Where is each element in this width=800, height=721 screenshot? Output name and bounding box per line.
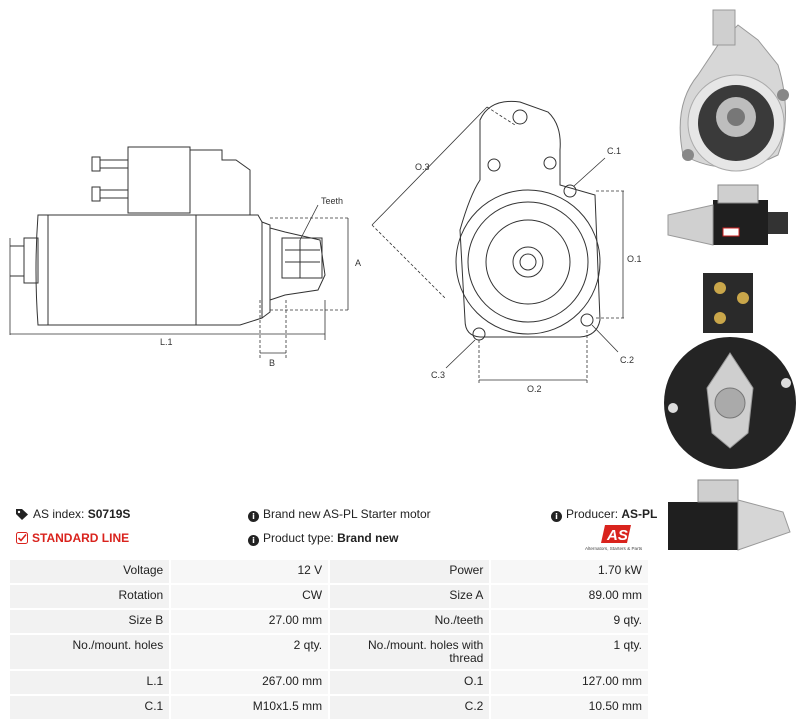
spec-label: Rotation <box>10 585 170 608</box>
label-c2: C.2 <box>620 355 634 365</box>
spec-value: 12 V <box>171 560 329 583</box>
spec-label: No./mount. holes with thread <box>330 635 490 669</box>
spec-value: 1 qty. <box>491 635 648 669</box>
info-icon: i <box>551 511 562 522</box>
motor-body <box>35 214 197 326</box>
product-type: i Product type: Brand new <box>248 531 398 546</box>
checkbox-checked-icon <box>16 532 28 544</box>
spec-value: 2 qty. <box>171 635 329 669</box>
tag-icon <box>16 509 28 520</box>
label-o1: O.1 <box>627 254 642 264</box>
producer: i Producer: AS-PL <box>551 507 657 522</box>
spec-value: 9 qty. <box>491 610 648 633</box>
spec-label: Power <box>330 560 490 583</box>
label-o2: O.2 <box>527 384 542 394</box>
logo-tagline: Alternators, Starters & Parts <box>585 546 643 551</box>
spec-value: 27.00 mm <box>171 610 329 633</box>
label-a: A <box>355 258 361 268</box>
product-type-value: Brand new <box>337 531 399 545</box>
photo-side-view-2 <box>668 479 791 551</box>
spec-value: 10.50 mm <box>491 696 648 719</box>
table-row: Voltage 12 V Power 1.70 kW <box>10 560 648 583</box>
spec-label: No./teeth <box>330 610 490 633</box>
spec-label: L.1 <box>10 671 170 694</box>
as-index-label: AS index: <box>33 507 85 521</box>
photo-side-view <box>667 184 788 246</box>
table-row: C.1 M10x1.5 mm C.2 10.50 mm <box>10 696 648 719</box>
standard-line-badge: STANDARD LINE <box>16 531 129 545</box>
table-row: Rotation CW Size A 89.00 mm <box>10 585 648 608</box>
label-l1: L.1 <box>160 337 173 347</box>
product-type-label: Product type: <box>263 531 334 545</box>
producer-value: AS-PL <box>621 507 658 521</box>
table-row: L.1 267.00 mm O.1 127.00 mm <box>10 671 648 694</box>
hole-c2 <box>580 313 594 327</box>
spec-label: Size B <box>10 610 170 633</box>
spec-label: O.1 <box>330 671 490 694</box>
info-icon: i <box>248 511 259 522</box>
hole-c3 <box>472 327 486 341</box>
as-index: AS index: S0719S <box>16 507 130 521</box>
spec-value: 127.00 mm <box>491 671 648 694</box>
mounting-flange <box>459 100 601 338</box>
spec-value: 1.70 kW <box>491 560 648 583</box>
description-text: Brand new AS-PL Starter motor <box>263 507 431 521</box>
label-o3: O.3 <box>415 162 430 172</box>
label-teeth: Teeth <box>321 196 343 206</box>
spec-value: 89.00 mm <box>491 585 648 608</box>
hole-c1 <box>563 184 577 198</box>
spec-label: C.2 <box>330 696 490 719</box>
photo-rear-view <box>664 273 796 469</box>
spec-label: C.1 <box>10 696 170 719</box>
spec-value: CW <box>171 585 329 608</box>
product-description: i Brand new AS-PL Starter motor <box>248 507 431 522</box>
spec-label: Voltage <box>10 560 170 583</box>
standard-line-text: STANDARD LINE <box>32 531 130 545</box>
as-pl-logo: AS Alternators, Starters & Parts <box>585 525 643 551</box>
spec-label: No./mount. holes <box>10 635 170 669</box>
specs-table: Voltage 12 V Power 1.70 kW Rotation CW S… <box>8 558 650 721</box>
table-row: Size B 27.00 mm No./teeth 9 qty. <box>10 610 648 633</box>
label-c3: C.3 <box>431 370 445 380</box>
label-b: B <box>269 358 275 368</box>
photo-front-view <box>679 9 789 172</box>
spec-value: 267.00 mm <box>171 671 329 694</box>
spec-label: Size A <box>330 585 490 608</box>
producer-label: Producer: <box>566 507 619 521</box>
spec-value: M10x1.5 mm <box>171 696 329 719</box>
drive-housing <box>196 214 263 326</box>
table-row: No./mount. holes 2 qty. No./mount. holes… <box>10 635 648 669</box>
solenoid-body <box>127 146 191 214</box>
label-c1: C.1 <box>607 146 621 156</box>
as-index-value: S0719S <box>87 507 131 521</box>
logo-mark: AS <box>606 527 628 544</box>
technical-drawing: Teeth A L.1 B O.3 C.1 O.1 C.2 C.3 O.2 <box>9 100 642 394</box>
info-icon: i <box>248 535 259 546</box>
